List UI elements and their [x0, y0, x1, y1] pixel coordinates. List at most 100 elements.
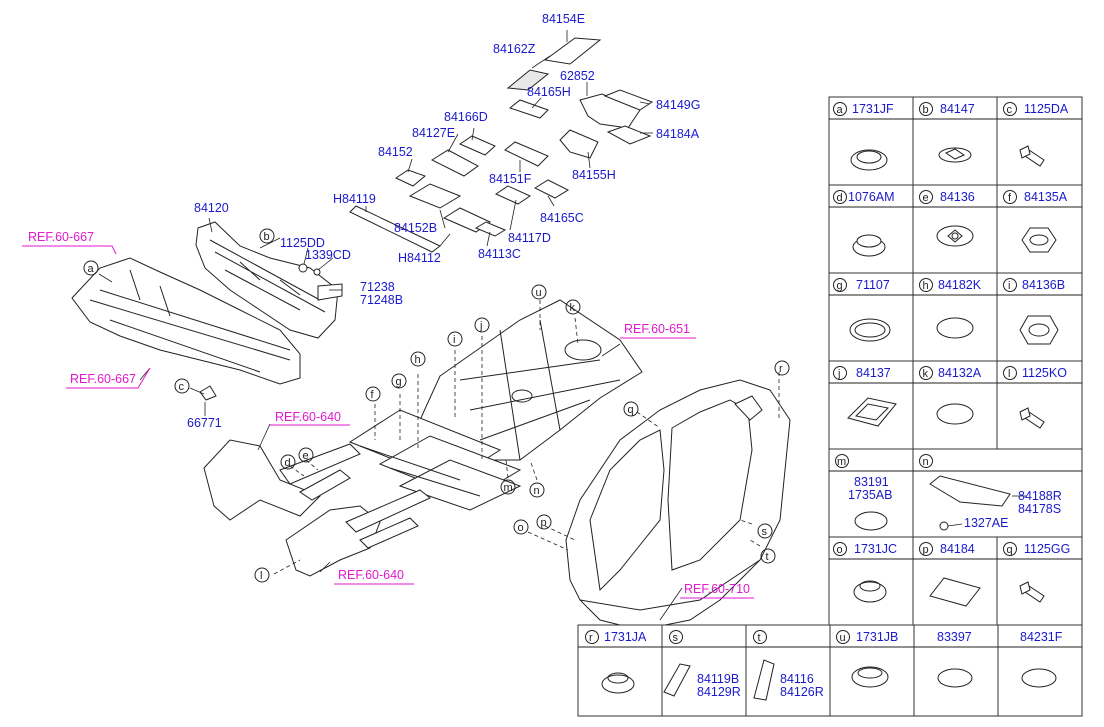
marker-p: p: [541, 517, 547, 529]
svg-text:d: d: [837, 192, 843, 204]
callout-71248B: 71248B: [360, 293, 403, 307]
callout-84154E: 84154E: [542, 12, 585, 26]
svg-text:i: i: [1008, 280, 1010, 292]
legend-83397: 83397: [937, 630, 972, 644]
legend-84136: 84136: [940, 190, 975, 204]
svg-text:n: n: [923, 456, 929, 468]
callout-71238: 71238: [360, 280, 395, 294]
callout-84184A: 84184A: [656, 127, 700, 141]
svg-text:l: l: [1008, 368, 1010, 380]
marker-l: l: [260, 570, 262, 582]
svg-text:k: k: [923, 368, 929, 380]
legend-83191: 83191: [854, 475, 889, 489]
legend-multi-labels: 83191 1735AB 84188R 84178S 1327AE 84119B…: [697, 475, 1062, 699]
marker-o: o: [518, 522, 524, 534]
legend-1125DA: 1125DA: [1024, 102, 1069, 116]
legend-84188R: 84188R: [1018, 489, 1062, 503]
legend-84147: 84147: [940, 102, 975, 116]
svg-text:j: j: [837, 368, 840, 380]
marker-q: q: [628, 404, 634, 416]
legend-84119B: 84119B: [697, 672, 739, 686]
callout-84155H: 84155H: [572, 168, 616, 182]
legend-1327AE: 1327AE: [964, 516, 1008, 530]
legend-1125KO: 1125KO: [1022, 366, 1067, 380]
callout-H84112: H84112: [398, 251, 441, 265]
svg-text:b: b: [923, 104, 929, 116]
marker-b: b: [264, 231, 270, 243]
marker-r: r: [779, 363, 783, 375]
body-side: [565, 379, 791, 631]
ref-60-640-top: REF.60-640: [275, 410, 341, 424]
legend-1731JA: 1731JA: [604, 630, 647, 644]
callout-labels: 84154E 84162Z 62852 84165H 84149G 84166D…: [187, 12, 700, 430]
marker-a: a: [88, 263, 95, 275]
legend-1731JB: 1731JB: [856, 630, 898, 644]
svg-text:q: q: [1007, 544, 1013, 556]
legend-84136B: 84136B: [1022, 278, 1065, 292]
marker-t: t: [766, 551, 769, 563]
legend-84182K: 84182K: [938, 278, 982, 292]
cowl-panel: [71, 257, 301, 401]
svg-text:a: a: [837, 104, 844, 116]
leader-lines: [98, 30, 780, 621]
callout-84166D: 84166D: [444, 110, 488, 124]
callout-84149G: 84149G: [656, 98, 700, 112]
callout-84113C: 84113C: [478, 247, 521, 261]
marker-n: n: [534, 485, 540, 497]
marker-d: d: [285, 457, 291, 469]
legend-84231F: 84231F: [1020, 630, 1063, 644]
legend-1125GG: 1125GG: [1024, 542, 1070, 556]
callout-84152B: 84152B: [394, 221, 437, 235]
legend-part-drawings: [601, 145, 1059, 701]
callout-84127E: 84127E: [412, 126, 455, 140]
diagram-markers: a b c d e f g h i j k l m n o p q r s t …: [83, 228, 790, 583]
legend-84132A: 84132A: [938, 366, 982, 380]
marker-c: c: [179, 381, 185, 393]
dash-panel: [195, 221, 343, 339]
legend-84135A: 84135A: [1024, 190, 1068, 204]
marker-h: h: [415, 354, 421, 366]
svg-text:c: c: [1007, 104, 1013, 116]
marker-j: j: [479, 320, 482, 332]
legend-1735AB: 1735AB: [848, 488, 892, 502]
insulation-pads: [349, 37, 654, 253]
legend-headers: a 1731JF b 84147 c 1125DA d 1076AM e 841…: [585, 102, 1070, 644]
marker-e: e: [303, 450, 309, 462]
callout-84165H: 84165H: [527, 85, 571, 99]
legend-84178S: 84178S: [1018, 502, 1061, 516]
legend-71107: 71107: [856, 278, 890, 292]
floor-panel: [419, 299, 643, 461]
callout-84162Z: 84162Z: [493, 42, 536, 56]
ref-60-651: REF.60-651: [624, 322, 690, 336]
callout-1339CD: 1339CD: [305, 248, 351, 262]
legend-1076AM: 1076AM: [848, 190, 895, 204]
callout-84151F: 84151F: [489, 172, 532, 186]
legend-84184: 84184: [940, 542, 975, 556]
ref-60-710: REF.60-710: [684, 582, 750, 596]
marker-i: i: [453, 334, 455, 346]
legend-84116: 84116: [780, 672, 814, 686]
svg-text:u: u: [840, 632, 846, 644]
legend-84126R: 84126R: [780, 685, 824, 699]
svg-text:m: m: [837, 456, 846, 468]
marker-m: m: [504, 482, 513, 494]
legend-84129R: 84129R: [697, 685, 741, 699]
svg-text:o: o: [837, 544, 843, 556]
legend-1731JC: 1731JC: [854, 542, 897, 556]
marker-u: u: [536, 287, 542, 299]
callout-84117D: 84117D: [508, 231, 551, 245]
floor-members: [348, 409, 522, 511]
callout-84165C: 84165C: [540, 211, 584, 225]
svg-text:g: g: [837, 280, 843, 292]
marker-s: s: [762, 526, 768, 538]
svg-text:e: e: [923, 192, 929, 204]
front-side-members: [203, 439, 431, 577]
callout-62852: 62852: [560, 69, 595, 83]
ref-60-667-bottom: REF.60-667: [70, 372, 136, 386]
ref-60-667-top: REF.60-667: [28, 230, 94, 244]
ref-labels: REF.60-667 REF.60-667 REF.60-651 REF.60-…: [22, 230, 754, 599]
svg-text:f: f: [1008, 192, 1012, 204]
callout-1125DD: 1125DD: [280, 236, 325, 250]
callout-84152: 84152: [378, 145, 413, 159]
